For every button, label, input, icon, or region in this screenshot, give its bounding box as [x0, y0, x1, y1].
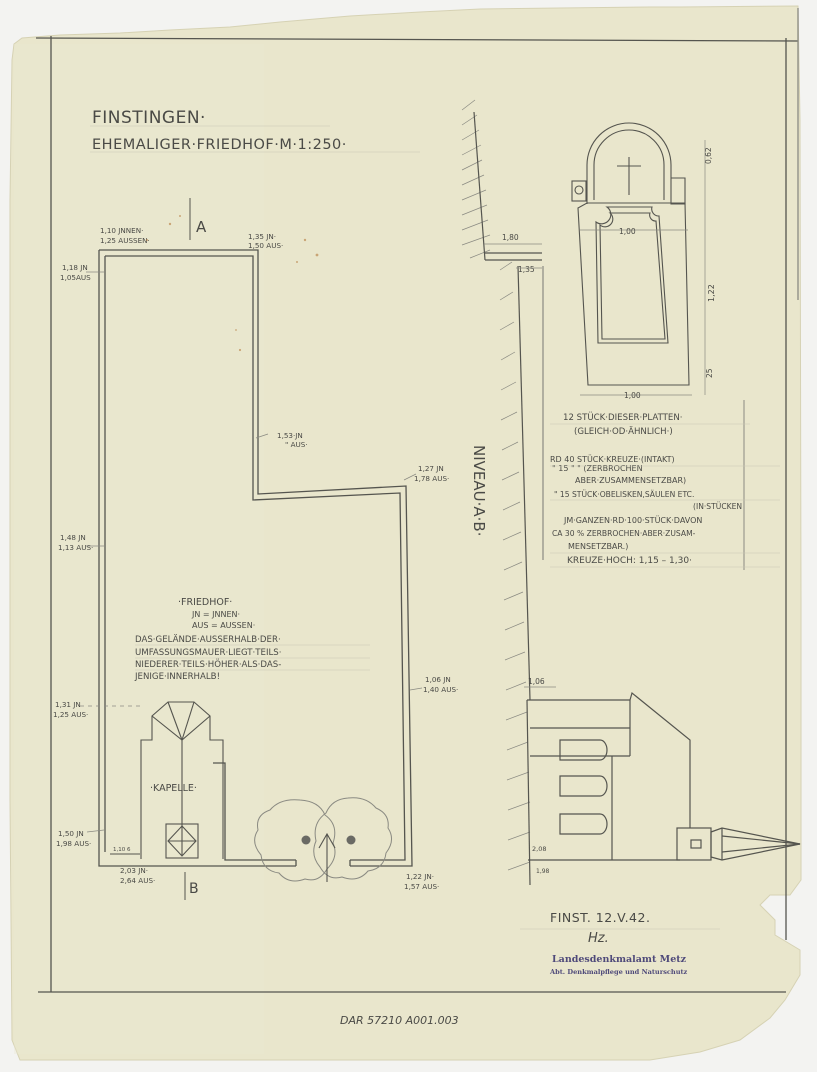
legend-note-line-2: UMFASSUNGSMAUER·LIEGT·TEILS· [135, 648, 281, 658]
paper-shade [14, 44, 264, 1054]
dim-top-left-outer: 1,25 AUSSEN· [100, 236, 150, 245]
dim-bottom-right-outer: 1,57 AUS· [404, 882, 439, 891]
legend-note-line-4: JENIGE·INNERHALB! [134, 672, 220, 682]
legend-note-line-1: DAS·GELÄNDE·AUSSERHALB·DER· [135, 634, 281, 645]
paper [9, 5, 802, 1061]
inventory-line-3: RD 40 STÜCK·KREUZE·(INTAKT) [550, 454, 675, 464]
dimension-leaders [80, 271, 423, 833]
dim-notch-right-outer: 1,78 AUS· [414, 474, 449, 483]
gravestone-elevation [571, 122, 690, 386]
dim-left-upper-inner: 1,18 JN [62, 263, 88, 272]
archive-reference: DAR 57210 A001.003 [340, 1014, 459, 1027]
legend-heading: ·FRIEDHOF· [178, 597, 232, 608]
signature-date: FINST. 12.V.42. [550, 910, 650, 925]
rust-stains [146, 215, 319, 352]
dim-bottom-mid-inner: 2,03 JN· [120, 866, 148, 875]
dim-left-chapel-inner: 1,31 JN [55, 700, 81, 709]
inventory-line-6: " 15 STÜCK·OBELISKEN,SÄULEN ETC. [554, 490, 694, 499]
chapel-plan [110, 701, 224, 859]
cemetery-wall-plan [98, 249, 413, 867]
dim-bottom-mid-outer: 2,64 AUS· [120, 876, 155, 885]
dim-left-upper-outer: 1,05AUS [60, 273, 91, 282]
niveau-label: NIVEAU·A·B· [470, 445, 488, 536]
legend-abbr-inner: JN = JNNEN· [191, 610, 240, 619]
inventory-line-2: (GLEICH·OD·ÄHNLICH·) [574, 426, 673, 437]
dim-section-top-inner: 1,35 [518, 265, 535, 274]
inventory-line-11: KREUZE·HOCH: 1,15 – 1,30· [567, 556, 692, 566]
dim-right-lower-outer: 1,40 AUS· [423, 685, 458, 694]
section-dimension-labels: 1,80 1,35 1,06 2,08 1,98 [502, 233, 550, 875]
dim-section-base-upper: 2,08 [532, 845, 546, 853]
dim-gravestone-base-width: 1,00 [624, 391, 641, 400]
dim-left-bottom-outer: 1,98 AUS· [56, 839, 91, 848]
dim-right-lower-inner: 1,06 JN [425, 675, 451, 684]
inventory-line-8: JM·GANZEN·RD·100·STÜCK·DAVON [563, 515, 702, 525]
dim-notch-inner: 1,53·JN [277, 431, 303, 440]
dim-top-right-outer: 1,50 AUS· [248, 241, 283, 250]
dim-left-middle-inner: 1,48 JN [60, 533, 86, 542]
inventory-line-10: MENSETZBAR.) [568, 542, 628, 551]
skull-ornament-icon [574, 185, 584, 195]
section-marker-a: A [196, 218, 207, 236]
section-marker-b: B [189, 881, 199, 897]
inventory-line-5: ABER·ZUSAMMENSETZBAR) [575, 476, 686, 485]
plan-dimension-labels: 1,10 JNNEN· 1,25 AUSSEN· 1,35 JN· 1,50 A… [53, 226, 458, 891]
signature-initials: Hz. [588, 931, 609, 946]
entrance-arrow-icon [318, 832, 336, 882]
inventory-line-7: (IN·STÜCKEN [693, 502, 742, 511]
drawing-frame [35, 8, 799, 993]
trees-at-gate [254, 797, 392, 882]
legend-abbr-outer: AUS = AUSSEN· [192, 621, 255, 630]
dim-section-lower-width: 1,06 [528, 677, 545, 686]
stamp-department: Abt. Denkmalpflege und Naturschutz [549, 968, 688, 976]
dim-left-bottom-inner: 1,50 JN [58, 829, 84, 838]
stamp-office-name: Landesdenkmalamt Metz [552, 954, 687, 965]
cross-icon [617, 157, 641, 195]
dim-bottom-right-inner: 1,22 JN· [406, 872, 434, 881]
title-line-1: FINSTINGEN· [92, 108, 206, 128]
dim-gravestone-base-height: 25 [705, 368, 714, 378]
legend-note-line-3: NIEDERER·TEILS·HÖHER·ALS·DAS- [135, 659, 281, 670]
lettering-guides [90, 125, 720, 930]
dim-section-top-width: 1,80 [502, 233, 519, 242]
dim-notch-outer: " AUS· [285, 440, 308, 449]
legend-block: ·FRIEDHOF· JN = JNNEN· AUS = AUSSEN· DAS… [134, 597, 370, 682]
dim-gravestone-top-height: 0,62 [704, 147, 713, 164]
gate-pillar-right [346, 835, 356, 845]
gate-pillar-left [301, 835, 311, 845]
inventory-line-1: 12 STÜCK·DIESER·PLATTEN· [563, 412, 683, 423]
dim-left-middle-outer: 1,13 AUS· [58, 543, 93, 552]
dim-left-chapel-outer: 1,25 AUS· [53, 710, 88, 719]
chapel-label: ·KAPELLE· [150, 783, 197, 794]
inventory-line-4: " 15 " " (ZERBROCHEN [552, 464, 643, 473]
section-profile: 1,80 1,35 1,06 2,08 1,98 [461, 99, 801, 886]
dim-section-base-lower: 1,98 [536, 868, 550, 875]
title-line-2: EHEMALIGER·FRIEDHOF·M·1:250· [92, 137, 347, 153]
dim-gravestone-inner-width: 1,00 [619, 227, 636, 236]
dim-top-right-inner: 1,35 JN· [248, 232, 276, 241]
dim-small-gap: 1,10 6 [113, 847, 131, 853]
gravestone-dimensions: 1,00 1,00 0,62 1,22 25 [580, 140, 716, 400]
inventory-line-9: CA 30 % ZERBROCHEN·ABER·ZUSAM- [552, 529, 696, 538]
dim-notch-right-inner: 1,27 JN [418, 464, 444, 473]
ground-hatching [461, 99, 531, 871]
inventory-notes: 12 STÜCK·DIESER·PLATTEN· (GLEICH·OD·ÄHNL… [550, 400, 780, 570]
dim-top-left-inner: 1,10 JNNEN· [100, 226, 143, 235]
dim-gravestone-main-height: 1,22 [707, 284, 716, 302]
